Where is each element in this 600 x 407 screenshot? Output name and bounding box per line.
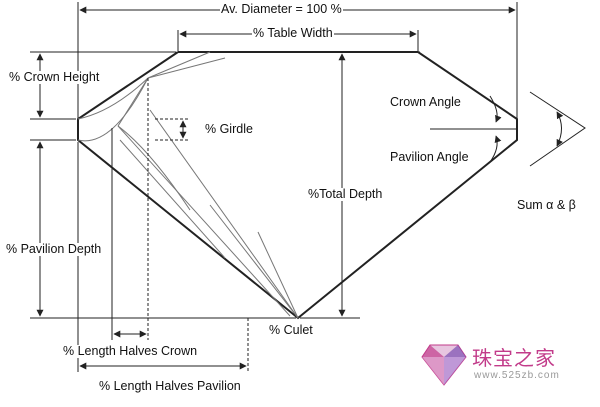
watermark-url: www.525zb.com	[474, 370, 560, 381]
pavilion-angle-label: Pavilion Angle	[390, 150, 469, 164]
diamond-outline	[77, 51, 518, 320]
length-halves-pavilion-label: % Length Halves Pavilion	[98, 379, 242, 393]
crown-angle-label: Crown Angle	[390, 95, 461, 109]
av-diameter-label: Av. Diameter = 100 %	[220, 2, 343, 16]
total-depth-label: %Total Depth	[307, 187, 384, 201]
watermark-title: 珠宝之家	[472, 346, 556, 370]
girdle-label: % Girdle	[205, 122, 253, 136]
crown-height-label: % Crown Height	[8, 70, 101, 84]
watermark: 珠宝之家 www.525zb.com	[420, 333, 595, 395]
table-width-label: % Table Width	[252, 26, 334, 40]
facet-lines	[77, 51, 299, 319]
pavilion-depth-label: % Pavilion Depth	[5, 242, 103, 256]
sum-angles-label: Sum α & β	[517, 198, 576, 212]
diamond-logo-icon	[421, 344, 467, 386]
length-halves-crown-label: % Length Halves Crown	[62, 344, 199, 358]
culet-label: % Culet	[269, 323, 313, 337]
